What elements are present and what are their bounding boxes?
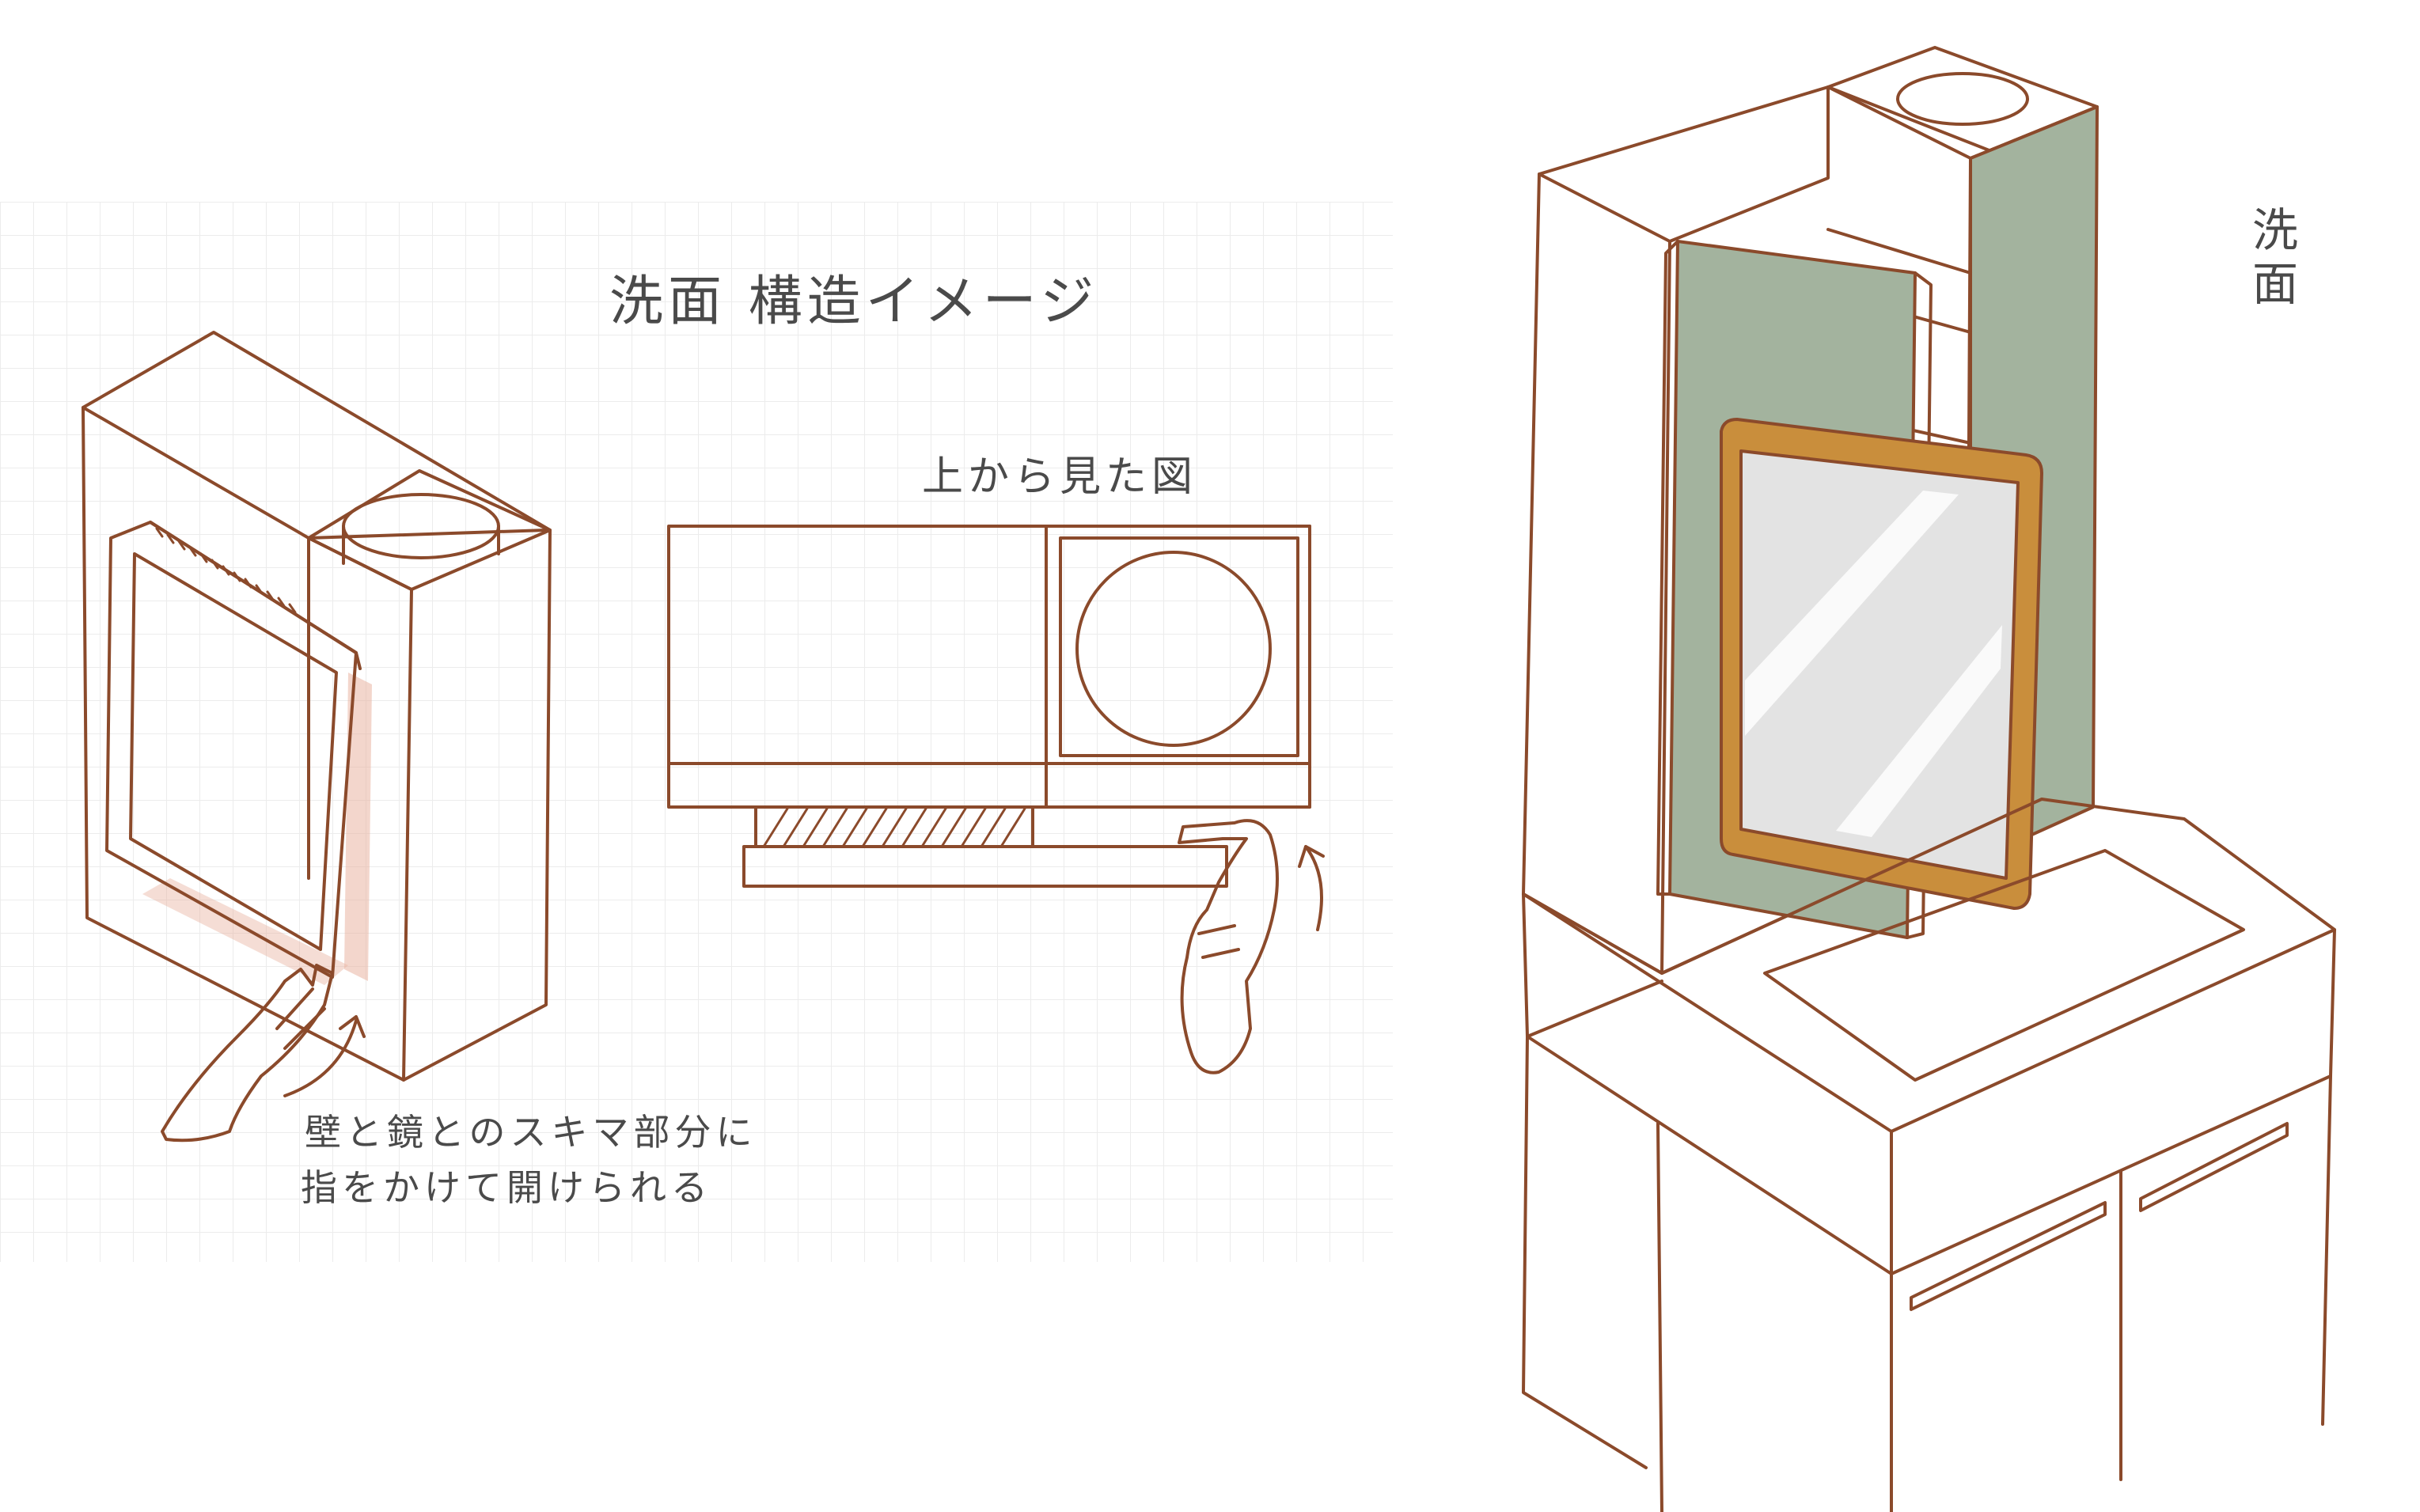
note-line-2: 指をかけて開けられる [301, 1166, 712, 1209]
top-view-label: 上から見た図 [922, 453, 1198, 501]
vertical-title: 洗面 [2244, 206, 2298, 313]
note-line-1: 壁と鏡とのスキマ部分に [305, 1111, 757, 1154]
iso-cabinet-drawing [82, 331, 552, 1143]
graph-paper-grid [0, 202, 1393, 1262]
top-view-drawing [667, 525, 1325, 1074]
vanity-illustration [1522, 46, 2336, 1512]
page-title: 洗面 構造イメージ [609, 271, 1099, 333]
